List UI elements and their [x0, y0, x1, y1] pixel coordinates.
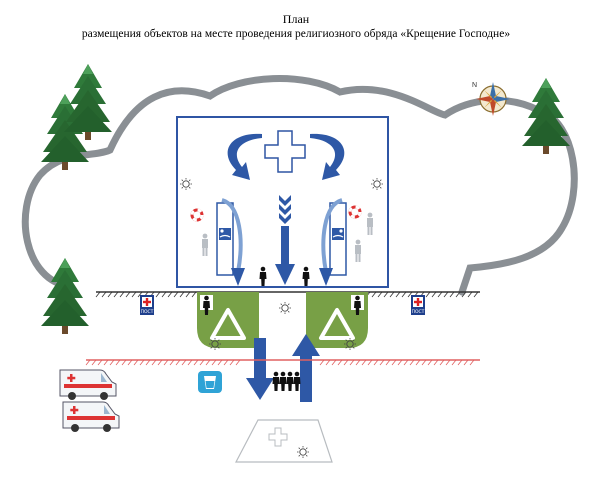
- post-label: ПОСТ: [141, 309, 154, 315]
- crowd-icon: [272, 371, 301, 391]
- ambulance-icon: [62, 401, 120, 433]
- barrier-line: [85, 359, 480, 366]
- plan-title: План размещения объектов на месте провед…: [0, 12, 592, 42]
- tent-icon: [210, 308, 246, 340]
- medical-post-icon: ПОСТ: [411, 295, 425, 315]
- swimmer-sign-icon: [219, 228, 231, 240]
- bathing-lane-left: [216, 198, 245, 286]
- fir-tree-icon: [522, 78, 570, 154]
- rescuer-figure-icon: [367, 212, 373, 235]
- flow-arrow-left: [227, 133, 262, 180]
- fir-tree-icon: [64, 64, 112, 140]
- drinking-water-icon: [198, 371, 222, 393]
- rescuer-figure-icon: [202, 233, 208, 256]
- cross-icon: [268, 427, 288, 447]
- chevron-down-icon: [279, 195, 291, 224]
- sun-icon: [278, 301, 292, 315]
- compass-rose-icon: N: [472, 82, 510, 116]
- title-line-2: размещения объектов на месте проведения …: [81, 28, 511, 40]
- bathing-lane-right: [319, 198, 347, 286]
- tent-icon: [319, 308, 355, 340]
- tent-right: [306, 292, 368, 348]
- ambulance-icon: [59, 369, 117, 401]
- temple-tent-outline: [235, 419, 333, 463]
- rescuer-figure-icon: [355, 239, 361, 262]
- post-label: ПОСТ: [412, 309, 425, 315]
- shore-line: [95, 291, 480, 298]
- title-line-1: План: [282, 12, 310, 26]
- compass-north-label: N: [472, 82, 477, 89]
- lifebuoy-icon: [190, 208, 204, 222]
- flow-arrow-right: [310, 133, 345, 180]
- walking-path: [21, 75, 578, 296]
- swimmer-sign-icon: [332, 228, 344, 240]
- entry-arrow-down: [275, 226, 295, 285]
- cross-icon: [264, 130, 306, 173]
- entry-arrow-up: [292, 334, 320, 402]
- lifebuoy-icon: [348, 205, 362, 219]
- medical-post-icon: ПОСТ: [140, 295, 154, 315]
- fir-tree-icon: [41, 258, 89, 334]
- tent-left: [197, 292, 259, 348]
